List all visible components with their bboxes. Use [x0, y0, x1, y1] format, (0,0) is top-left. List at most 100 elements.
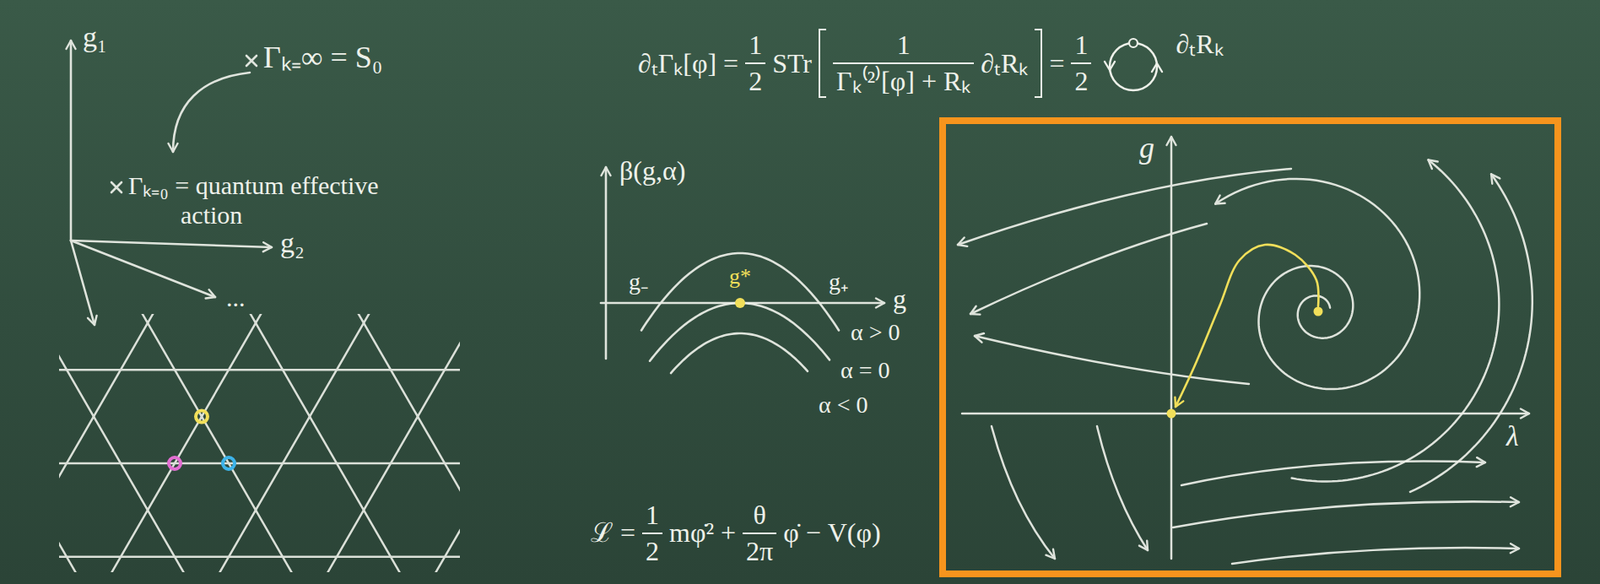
- formula-term: ℒ =: [590, 517, 636, 549]
- fraction-numerator: 1: [1070, 29, 1092, 63]
- lattice-line: [59, 313, 460, 573]
- fixed-point-dot: [1313, 307, 1324, 317]
- fraction-denominator: Γₖ⁽²⁾[φ] + Rₖ: [832, 62, 974, 98]
- loop-diagram: [1097, 31, 1169, 96]
- lattice-line: [59, 313, 460, 573]
- cross-mark: [246, 55, 257, 66]
- ellipsis-label: ...: [226, 283, 246, 314]
- lattice-line: [59, 313, 460, 573]
- lattice-line: [59, 313, 460, 573]
- axis-label: g: [1139, 130, 1155, 166]
- axis-line: [1170, 136, 1173, 559]
- lattice-site: [222, 457, 235, 470]
- lattice-line: [59, 313, 460, 573]
- formula-term: =: [1048, 48, 1065, 80]
- highlight-frame: gλ: [939, 117, 1562, 578]
- flow-line: [1232, 547, 1519, 564]
- fraction-numerator: θ: [749, 499, 769, 533]
- lattice-line: [59, 313, 460, 573]
- rg-trajectory: [1175, 244, 1319, 407]
- formula-term: φ̇ − V(φ): [783, 517, 881, 549]
- formula-term: ∂ₜRₖ: [980, 48, 1028, 80]
- axis-label: g₂: [280, 226, 305, 260]
- spiral-flow: [1215, 159, 1533, 492]
- flow-line: [1172, 501, 1519, 528]
- equation-part: mφ̇² +: [669, 517, 736, 549]
- lattice-line: [59, 313, 460, 573]
- lattice-line: [59, 313, 460, 573]
- flow-line: [1097, 426, 1148, 551]
- lattice-site: [168, 457, 181, 470]
- fixed-point-label: g₋: [628, 268, 649, 296]
- formula-term: ∂ₜRₖ: [1175, 28, 1223, 60]
- fraction-numerator: 1: [642, 499, 663, 533]
- curve-label: α = 0: [840, 356, 890, 384]
- lattice-line: [59, 313, 460, 573]
- axis-line: [70, 240, 272, 248]
- bracket: [1034, 28, 1043, 98]
- lattice-line: [59, 313, 460, 573]
- fraction-denominator: 2: [642, 532, 663, 568]
- curve-label: α > 0: [850, 318, 900, 346]
- beta-axes: [600, 167, 885, 359]
- lattice-line: [59, 313, 460, 573]
- axis-line: [70, 240, 216, 298]
- lattice-line: [59, 313, 460, 573]
- kagome-lattice: [59, 313, 460, 573]
- axis-label: g₁: [82, 20, 108, 54]
- beta-curve: [670, 333, 808, 373]
- fraction-denominator: 2: [745, 62, 766, 98]
- lattice-line: [59, 313, 460, 573]
- axis-line: [70, 40, 73, 241]
- lattice-line: [59, 313, 460, 573]
- lattice-line: [59, 313, 460, 573]
- flow-line: [1291, 159, 1500, 482]
- rg-flow: [957, 136, 1530, 564]
- equation-part: ∂ₜRₖ: [980, 48, 1028, 80]
- axis-line: [605, 167, 608, 359]
- flow-line: [1410, 173, 1533, 492]
- fixed-point-label: g₊: [828, 268, 849, 296]
- loop-diagram: [1097, 31, 1169, 96]
- flow-line: [957, 168, 1292, 245]
- flow-line: [974, 335, 1249, 384]
- lattice-line: [59, 313, 460, 573]
- lattice-line: [59, 313, 460, 573]
- equation-part: ∂ₜΓₖ[φ] =: [637, 48, 739, 80]
- fraction-numerator: 1: [893, 29, 914, 63]
- equation: ℒ =12mφ̇² +θ2πφ̇ − V(φ): [590, 499, 882, 568]
- lattice-line: [59, 313, 460, 573]
- flow-line: [970, 223, 1207, 314]
- fixed-point-dot: [735, 297, 746, 309]
- equation-part: 12: [1070, 29, 1092, 98]
- lattice-line: [59, 313, 460, 573]
- beta-curve: [649, 302, 830, 362]
- formula-term: STr: [772, 48, 812, 80]
- lattice-line: [59, 313, 460, 573]
- equation-part: θ2π: [742, 499, 777, 568]
- lattice-line: [59, 313, 460, 573]
- lattice-line: [59, 313, 460, 573]
- equation-part: ∂ₜRₖ: [1175, 28, 1223, 60]
- lattice-site: [168, 410, 235, 470]
- lattice-line: [59, 313, 460, 573]
- equation-part: ℒ =: [590, 517, 636, 549]
- flow-arrow: [172, 72, 250, 152]
- rg-trajectory: [1167, 244, 1324, 419]
- bracket: [818, 28, 827, 98]
- lattice-line: [59, 313, 460, 573]
- equation-part: φ̇ − V(φ): [783, 517, 881, 549]
- axis-line: [70, 240, 95, 325]
- lattice-line: [59, 313, 460, 573]
- lattice-line: [59, 313, 460, 573]
- cross-mark: [111, 182, 122, 193]
- lattice-line: [59, 313, 460, 573]
- lattice-line: [59, 313, 460, 573]
- lattice-line: [59, 313, 460, 573]
- equation: ∂ₜΓₖ[φ] =12STr1Γₖ⁽²⁾[φ] + Rₖ∂ₜRₖ=12∂ₜRₖ: [637, 28, 1224, 98]
- fixed-point-label: g*: [729, 264, 752, 290]
- equation-part: =: [1048, 48, 1065, 80]
- axis-label: g: [892, 283, 907, 315]
- lattice-line: [59, 313, 460, 573]
